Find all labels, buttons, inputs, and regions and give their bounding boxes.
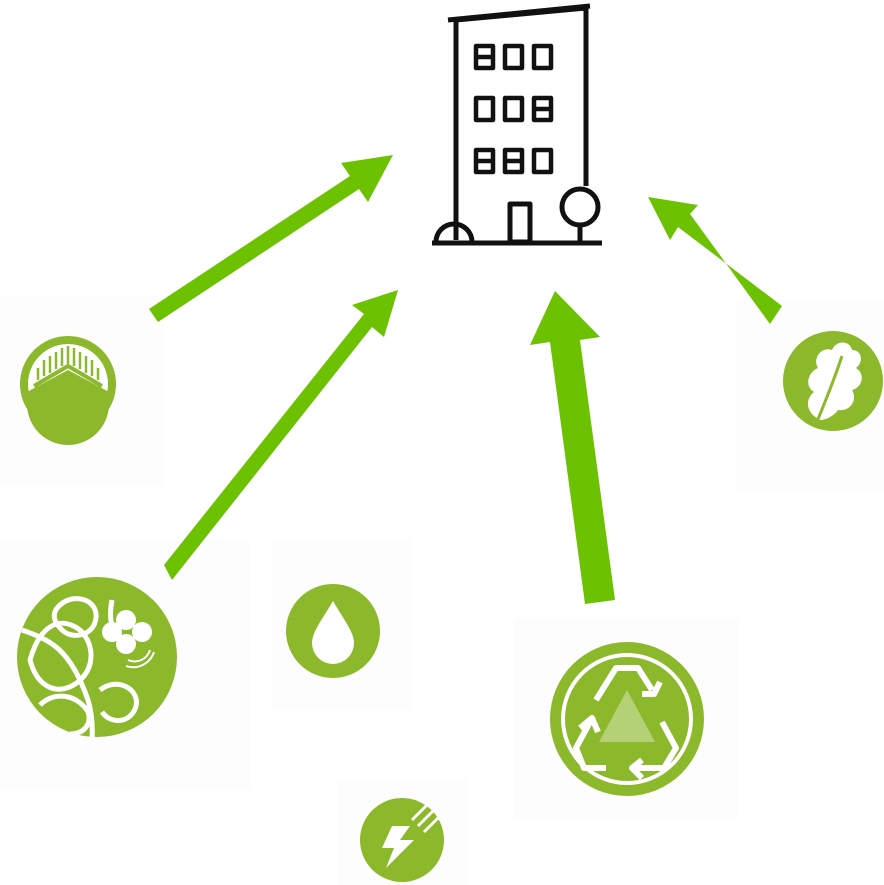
oak-leaf-icon bbox=[783, 331, 883, 431]
lightning-energy-icon bbox=[360, 798, 444, 882]
recycling-icon bbox=[550, 642, 704, 796]
arrow-eco-to-building bbox=[164, 290, 398, 580]
arrow-roof-to-building bbox=[149, 155, 393, 322]
arrow-leaf-to-building bbox=[648, 197, 782, 324]
office-building-icon bbox=[432, 3, 602, 246]
ecology-biodiversity-icon bbox=[17, 577, 177, 741]
water-drop-icon bbox=[286, 584, 380, 678]
green-roof-icon bbox=[20, 336, 116, 445]
arrow-recycle-to-building bbox=[530, 291, 615, 604]
